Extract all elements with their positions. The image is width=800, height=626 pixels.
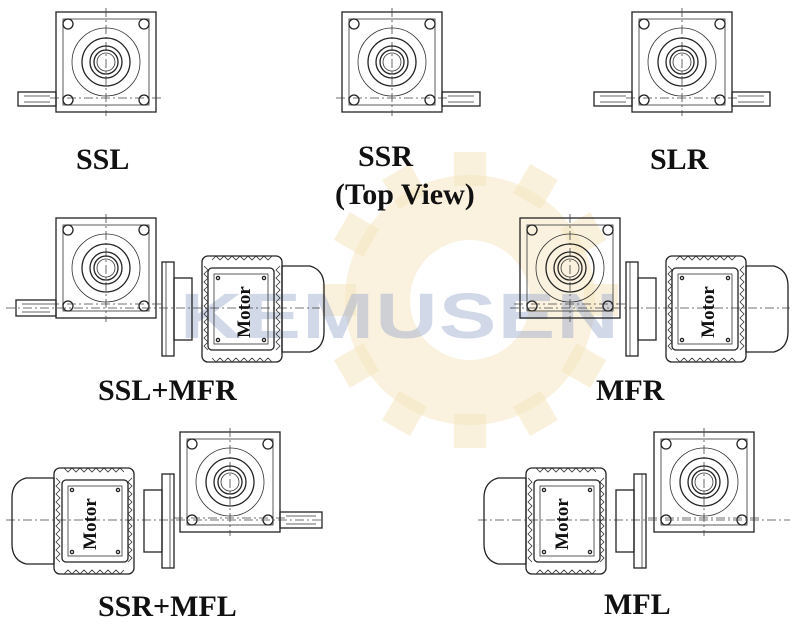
gear-tooth: [333, 343, 380, 388]
label-ssr-mfl: SSR+MFL: [98, 590, 237, 623]
label-mfr: MFR: [596, 374, 665, 407]
ssl-mfr-assembly: Motor: [6, 213, 325, 363]
gear-tooth: [382, 390, 427, 437]
gear-tooth: [560, 343, 607, 388]
label-ssr: SSR: [358, 140, 414, 173]
motor-label-4: Motor: [552, 498, 573, 550]
label-ssl-mfr: SSL+MFR: [98, 374, 237, 407]
ssl-gearbox: [17, 7, 163, 117]
label-top-view: (Top View): [335, 178, 475, 211]
motor-label-3: Motor: [80, 498, 101, 550]
label-mfl: MFL: [604, 588, 671, 621]
gear-tooth: [560, 212, 607, 257]
gear-tooth: [322, 284, 356, 316]
ssr-mfl-assembly: Motor: [6, 427, 324, 575]
slr-gearbox: [593, 7, 771, 117]
gear-tooth: [584, 284, 618, 316]
motor-label-2: Motor: [698, 286, 719, 338]
label-ssl: SSL: [76, 143, 130, 176]
watermark-gear: [322, 152, 618, 448]
motor-label-1: Motor: [234, 286, 255, 338]
gear-tooth: [513, 390, 558, 437]
gear-tooth: [454, 152, 486, 186]
gear-tooth: [382, 163, 427, 210]
gear-tooth: [333, 212, 380, 257]
gear-tooth: [454, 414, 486, 448]
mfl-assembly: Motor: [478, 427, 790, 575]
ssr-gearbox: [335, 7, 481, 117]
mfr-assembly: Motor: [510, 213, 790, 363]
label-slr: SLR: [650, 143, 709, 176]
gear-tooth: [513, 163, 558, 210]
